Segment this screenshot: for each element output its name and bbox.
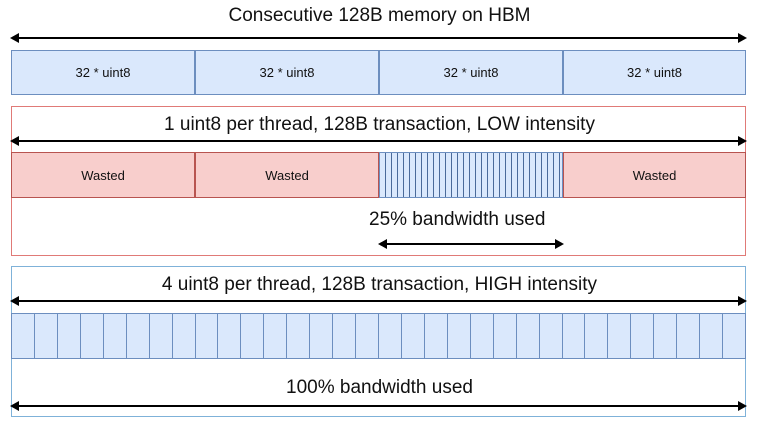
thread-segment — [173, 314, 196, 358]
low-intensity-row: Wasted Wasted Wasted — [11, 152, 746, 198]
hbm-span-arrow — [10, 33, 747, 43]
thread-segment — [563, 314, 586, 358]
thread-segment — [425, 314, 448, 358]
thread-segment — [402, 314, 425, 358]
thread-segment — [494, 314, 517, 358]
memory-chunk-3: 32 * uint8 — [379, 50, 563, 95]
thread-segment — [631, 314, 655, 358]
thread-segment — [127, 314, 150, 358]
high-transaction-arrow — [10, 296, 747, 306]
thread-segment — [12, 314, 35, 358]
thread-segment — [448, 314, 471, 358]
thread-segment — [35, 314, 58, 358]
thread-segment — [608, 314, 632, 358]
thread-segment — [471, 314, 494, 358]
high-intensity-title: 4 uint8 per thread, 128B transaction, HI… — [161, 274, 598, 295]
low-bandwidth-label: 25% bandwidth used — [369, 209, 546, 230]
used-chunk — [379, 152, 563, 198]
thread-segment — [379, 314, 402, 358]
memory-chunk-1: 32 * uint8 — [11, 50, 195, 95]
wasted-chunk-3: Wasted — [563, 152, 746, 198]
memory-chunk-4: 32 * uint8 — [563, 50, 746, 95]
low-intensity-title: 1 uint8 per thread, 128B transaction, LO… — [164, 114, 595, 135]
thread-segment — [241, 314, 265, 358]
high-bandwidth-label: 100% bandwidth used — [286, 377, 473, 398]
thread-segment — [356, 314, 379, 358]
thread-segment — [104, 314, 127, 358]
low-transaction-arrow — [10, 136, 747, 146]
thread-segment — [218, 314, 242, 358]
thread-segment — [310, 314, 334, 358]
thread-segment — [723, 314, 745, 358]
thread-segment — [58, 314, 81, 358]
thread-segment — [700, 314, 724, 358]
thread-segment — [517, 314, 540, 358]
wasted-chunk-1: Wasted — [11, 152, 195, 198]
thread-segment — [264, 314, 288, 358]
thread-segment — [333, 314, 357, 358]
high-intensity-row — [11, 313, 746, 359]
memory-chunk-2: 32 * uint8 — [195, 50, 379, 95]
high-bandwidth-arrow — [10, 401, 747, 411]
thread-segment — [585, 314, 609, 358]
thread-segment — [196, 314, 219, 358]
thread-segment — [654, 314, 678, 358]
low-bandwidth-arrow — [378, 239, 564, 249]
thread-segment — [150, 314, 173, 358]
thread-segment — [677, 314, 701, 358]
hbm-memory-row: 32 * uint8 32 * uint8 32 * uint8 32 * ui… — [11, 50, 746, 95]
thread-segment — [540, 314, 563, 358]
hbm-memory-title: Consecutive 128B memory on HBM — [228, 5, 531, 26]
wasted-chunk-2: Wasted — [195, 152, 379, 198]
thread-segment — [81, 314, 104, 358]
thread-segment — [287, 314, 311, 358]
